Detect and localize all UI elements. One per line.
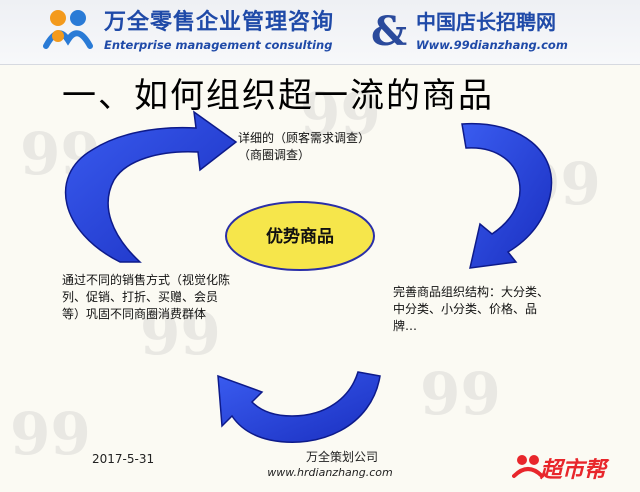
brand-name-en: Enterprise management consulting xyxy=(104,38,333,52)
center-ellipse xyxy=(225,201,375,271)
cycle-arrow-top-left xyxy=(64,110,238,263)
badge-logo-icon xyxy=(512,455,544,478)
note-right: 完善商品组织结构：大分类、中分类、小分类、价格、品牌… xyxy=(393,285,550,333)
note-left: 通过不同的销售方式（视觉化陈列、促销、打折、买赠、会员等）巩固不同商圈消费群体 xyxy=(62,273,231,321)
ampersand: & xyxy=(371,8,408,55)
watermark-pattern: 99 xyxy=(420,360,501,428)
watermark-pattern: 99 xyxy=(10,400,91,468)
watermark-pattern: 99 xyxy=(300,80,381,148)
note-top: 详细的（顾客需求调查） （商圈调查） xyxy=(238,131,371,162)
brand-logo-icon xyxy=(43,10,93,49)
cycle-arrow-bottom xyxy=(217,371,381,443)
brand-name-cn: 万全零售企业管理咨询 xyxy=(104,10,335,35)
partner-name-cn: 中国店长招聘网 xyxy=(416,10,556,34)
cycle-arrow-top-right xyxy=(461,122,553,269)
badge-text: 超市帮 xyxy=(540,458,607,483)
watermark-pattern: 99 xyxy=(140,300,221,368)
slide-title: 一、如何组织超一流的商品 xyxy=(62,76,494,116)
footer-date: 2017-5-31 xyxy=(92,452,155,466)
center-label: 优势商品 xyxy=(266,227,334,247)
footer-url: www.hrdianzhang.com xyxy=(267,466,393,479)
partner-url: Www.99dianzhang.com xyxy=(416,38,568,52)
header-banner: 万全零售企业管理咨询 Enterprise management consult… xyxy=(0,0,640,65)
footer-company: 万全策划公司 xyxy=(305,450,378,464)
